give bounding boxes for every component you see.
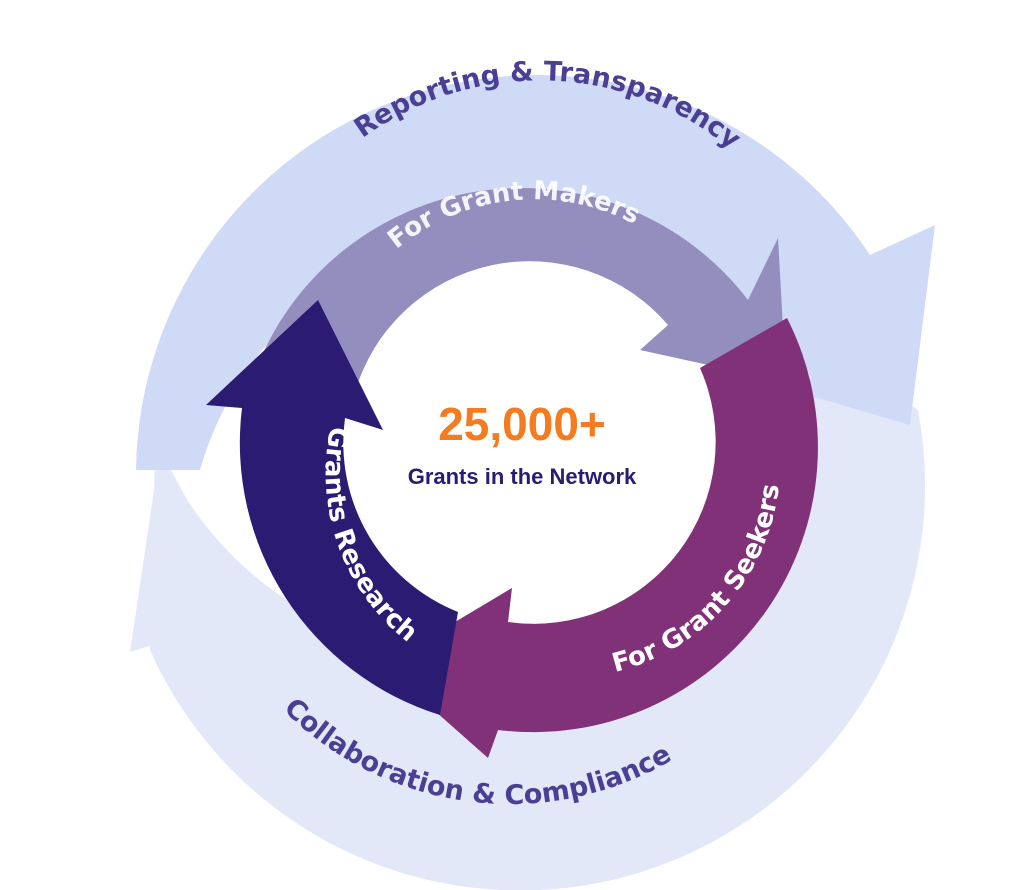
center-stat-value: 25,000+: [438, 398, 606, 450]
seekers-arrow-band: [383, 318, 818, 758]
seekers-arrow: [383, 318, 818, 758]
makers-arrow: [255, 187, 786, 392]
outer-ring-top: [136, 75, 935, 471]
makers-arrow-band: [255, 187, 786, 392]
research-arrow: [206, 300, 458, 715]
outer-ring-bottom: [130, 338, 926, 890]
outer-bottom-band: [150, 338, 926, 890]
outer-top-band: [136, 75, 935, 471]
outer-bottom-arrowhead: [130, 450, 250, 652]
research-arrow-band: [206, 300, 458, 715]
center-stat-caption: Grants in the Network: [408, 464, 637, 489]
